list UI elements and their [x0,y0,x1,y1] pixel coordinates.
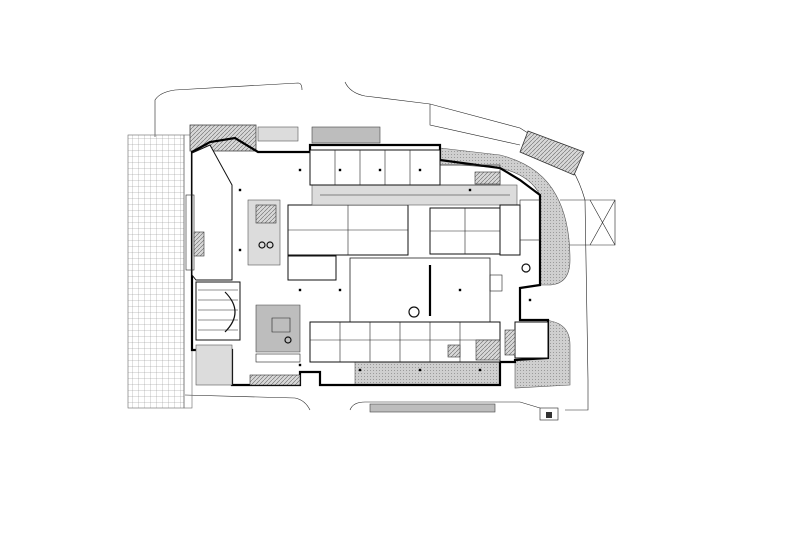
ramp-top-right [519,130,585,176]
column-marker [418,168,422,172]
column-marker [468,188,472,192]
column-marker [358,368,362,372]
column-marker [298,363,302,367]
rooms-north [309,149,501,186]
column-marker [338,288,342,292]
rooms-south [309,321,501,363]
column-marker [478,368,482,372]
service-strip-south [369,403,559,421]
east-block [489,199,549,359]
structural-columns [238,168,532,372]
paved-plaza-grid [127,134,193,409]
site-boundary [154,81,616,411]
column-marker [238,248,242,252]
column-marker [338,168,342,172]
roof-hatched-top-left [189,124,381,152]
lobby-stair-block [247,199,301,386]
column-marker [378,168,382,172]
column-marker [298,288,302,292]
column-marker [298,168,302,172]
entrance-wing-left [185,144,241,386]
column-marker [238,188,242,192]
column-marker [528,298,532,302]
atrium-core [287,184,518,323]
column-marker [418,368,422,372]
column-marker [458,288,462,292]
